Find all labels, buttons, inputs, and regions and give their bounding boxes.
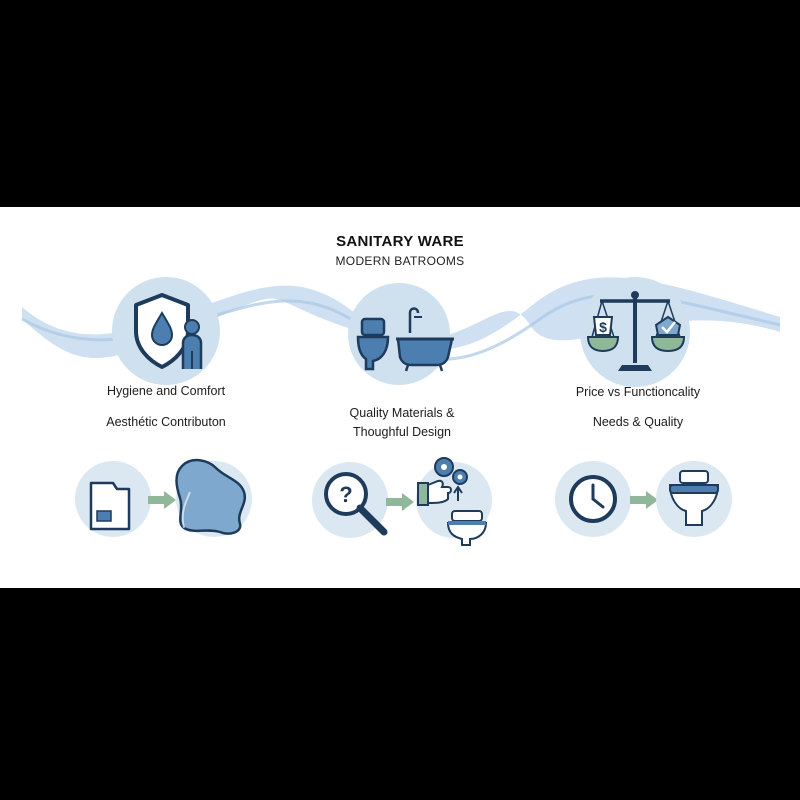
arrow-right-icon — [148, 491, 176, 509]
page-subtitle: MODERN BATROOMS — [335, 254, 465, 268]
arrow-right-icon — [386, 493, 414, 511]
label-quality-materials: Quality Materials & Thoughful Design — [349, 406, 455, 439]
box-document-icon — [89, 481, 131, 531]
abstract-shape-icon — [175, 458, 247, 535]
toilet-icon — [668, 470, 720, 526]
label-needs-quality: Needs & Quality — [592, 415, 684, 429]
label-hygiene-comfort: Hygiene and Comfort — [106, 384, 226, 398]
svg-text:?: ? — [339, 482, 352, 507]
toilet-bathtub-icon — [356, 307, 454, 372]
clock-icon — [569, 475, 617, 523]
svg-text:$: $ — [599, 319, 607, 335]
balance-scale-icon: $ — [586, 291, 686, 371]
gear-hand-toilet-icon — [417, 457, 488, 546]
infographic-panel: SANITARY WARE MODERN BATROOMS Hygiene an… — [0, 207, 800, 588]
shield-water-drop-person-icon — [134, 293, 203, 369]
magnifier-question-icon: ? — [324, 472, 388, 536]
page-title: SANITARY WARE — [336, 233, 464, 250]
arrow-right-icon — [630, 491, 658, 509]
label-price-functionality: Price vs Functioncality — [575, 385, 701, 399]
label-aesthetic-contribution: Aesthétic Contributon — [106, 415, 226, 429]
